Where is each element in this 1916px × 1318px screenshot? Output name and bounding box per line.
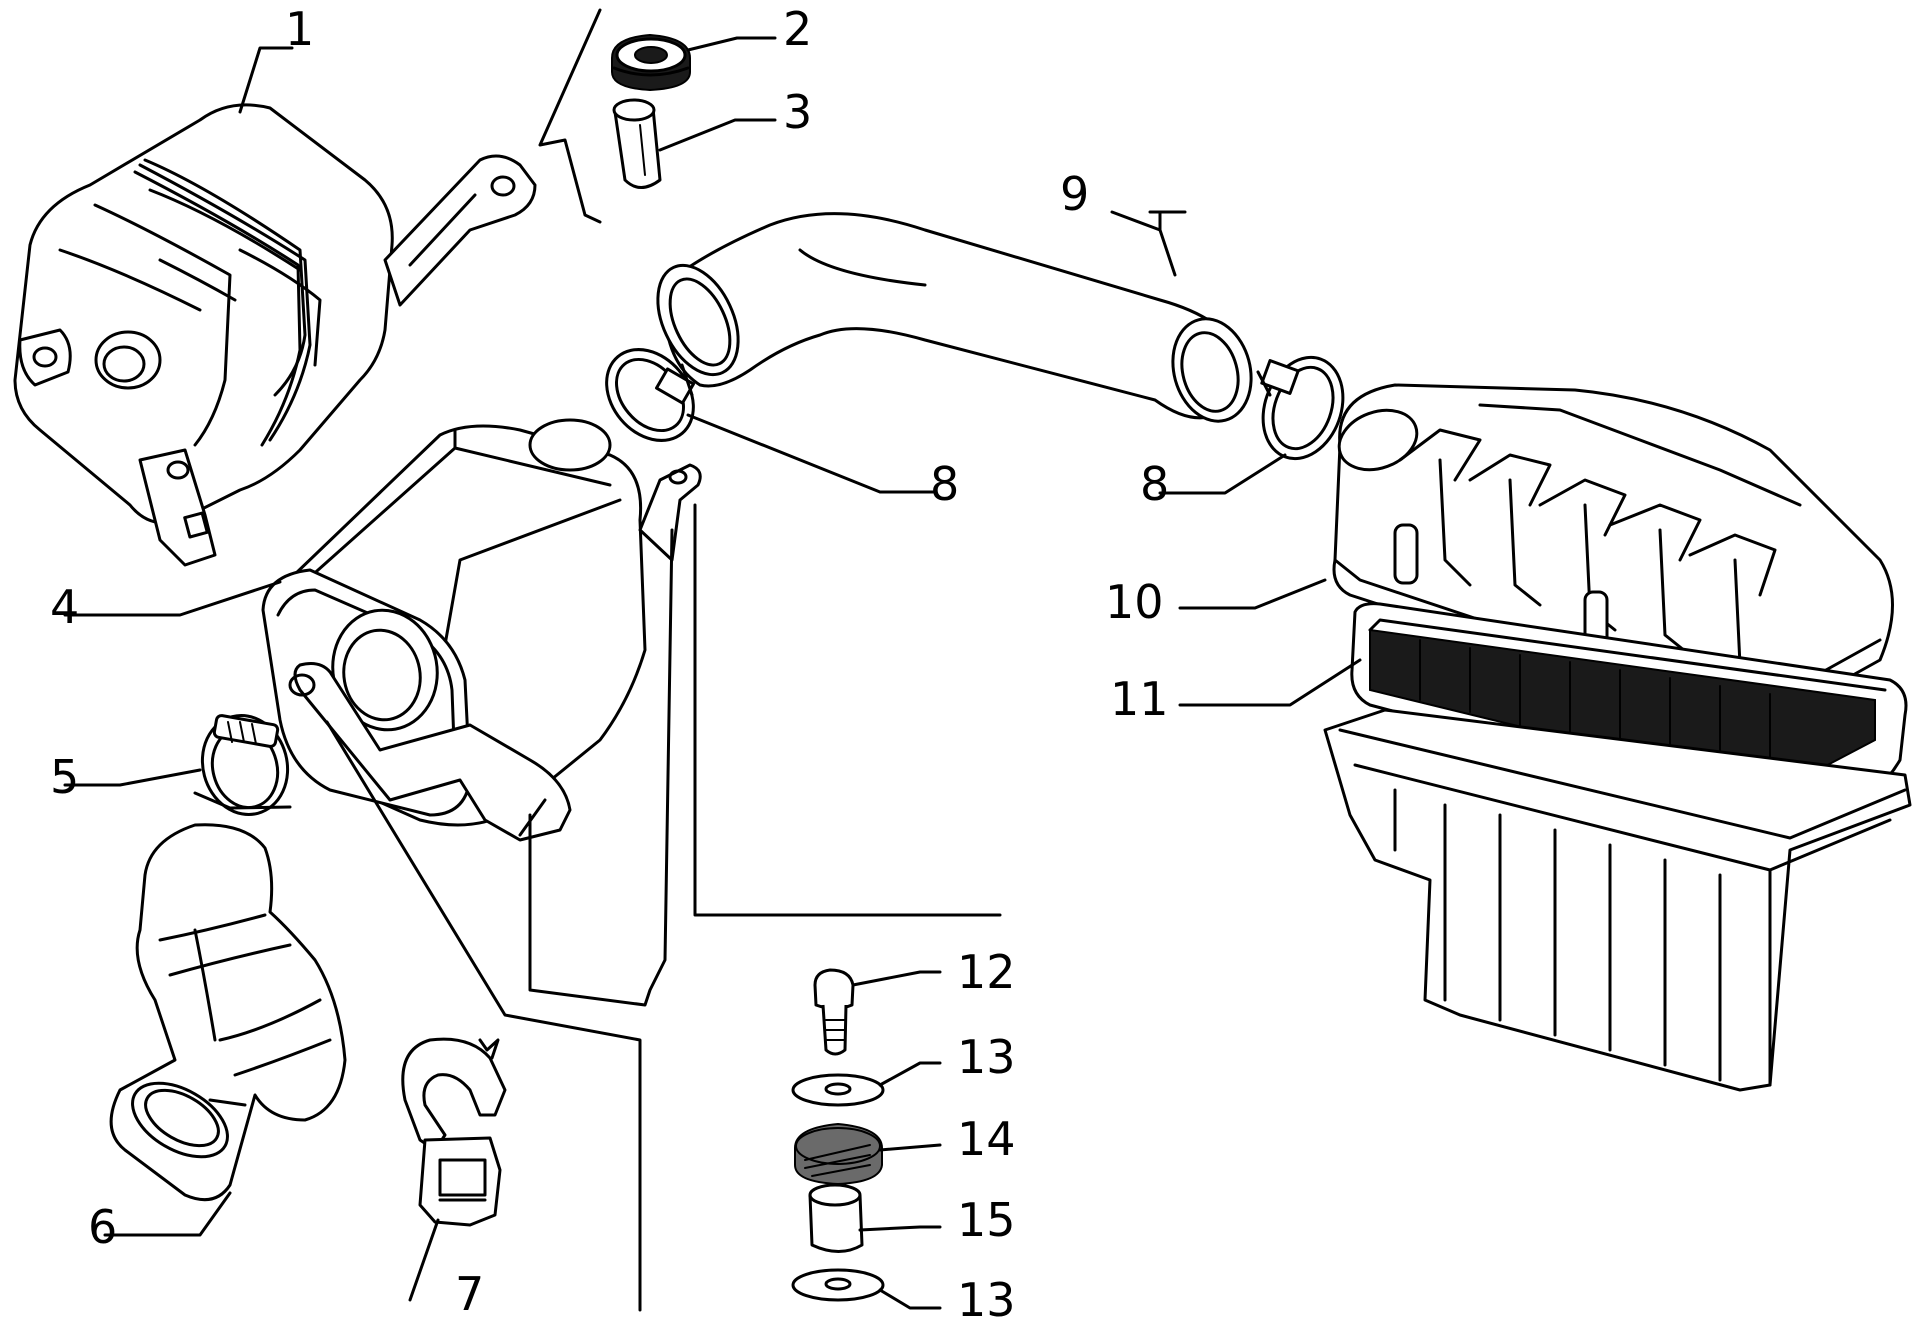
- callout-labels: 1 2 3 4 5 6 7 8 8 9 10 11 12 13 14 15 13: [50, 2, 1169, 1318]
- part-12-bolt: [813, 968, 855, 1056]
- callout-5: 5: [50, 750, 79, 804]
- callout-8-left: 8: [930, 457, 959, 511]
- callout-3: 3: [783, 85, 812, 139]
- callout-10: 10: [1105, 575, 1164, 629]
- callout-1: 1: [285, 2, 314, 56]
- callout-13-upper: 13: [957, 1030, 1016, 1084]
- callout-6: 6: [88, 1200, 117, 1254]
- connector-line: [693, 503, 1002, 917]
- part-6-elbow-hose: [109, 823, 347, 1202]
- break-line: [538, 8, 602, 224]
- callout-8-right: 8: [1140, 457, 1169, 511]
- callout-13-lower: 13: [957, 1273, 1016, 1318]
- part-8-hose-clamp-right: [1256, 355, 1345, 461]
- callout-9: 9: [1060, 167, 1089, 221]
- callout-15: 15: [957, 1193, 1016, 1247]
- part-14-rubber-mount: [794, 1122, 883, 1186]
- part-5-hose-clamp: [200, 713, 290, 817]
- air-filter-base-tray: [1323, 708, 1912, 1092]
- part-2-grommet: [611, 33, 691, 92]
- connector-line: [325, 720, 642, 1312]
- callout-7: 7: [455, 1267, 484, 1318]
- callout-11: 11: [1110, 672, 1169, 726]
- part-8-hose-clamp-left: [605, 348, 695, 442]
- connector-line: [528, 528, 674, 1007]
- callout-12: 12: [957, 945, 1016, 999]
- part-13-washer-upper: [791, 1073, 885, 1107]
- part-3-spacer-tube: [612, 98, 662, 189]
- callout-4: 4: [50, 580, 79, 634]
- part-4-air-box: [261, 418, 702, 842]
- part-1-resonator-box: [13, 103, 537, 567]
- leader-lines: [63, 36, 1362, 1310]
- part-15-spacer-sleeve: [808, 1183, 864, 1253]
- break-line: [193, 791, 292, 810]
- part-9-intake-hose: [656, 212, 1253, 423]
- callout-14: 14: [957, 1112, 1016, 1166]
- part-7-support-clip: [401, 1037, 507, 1227]
- callout-2: 2: [783, 2, 812, 56]
- part-13-washer-lower: [791, 1268, 885, 1302]
